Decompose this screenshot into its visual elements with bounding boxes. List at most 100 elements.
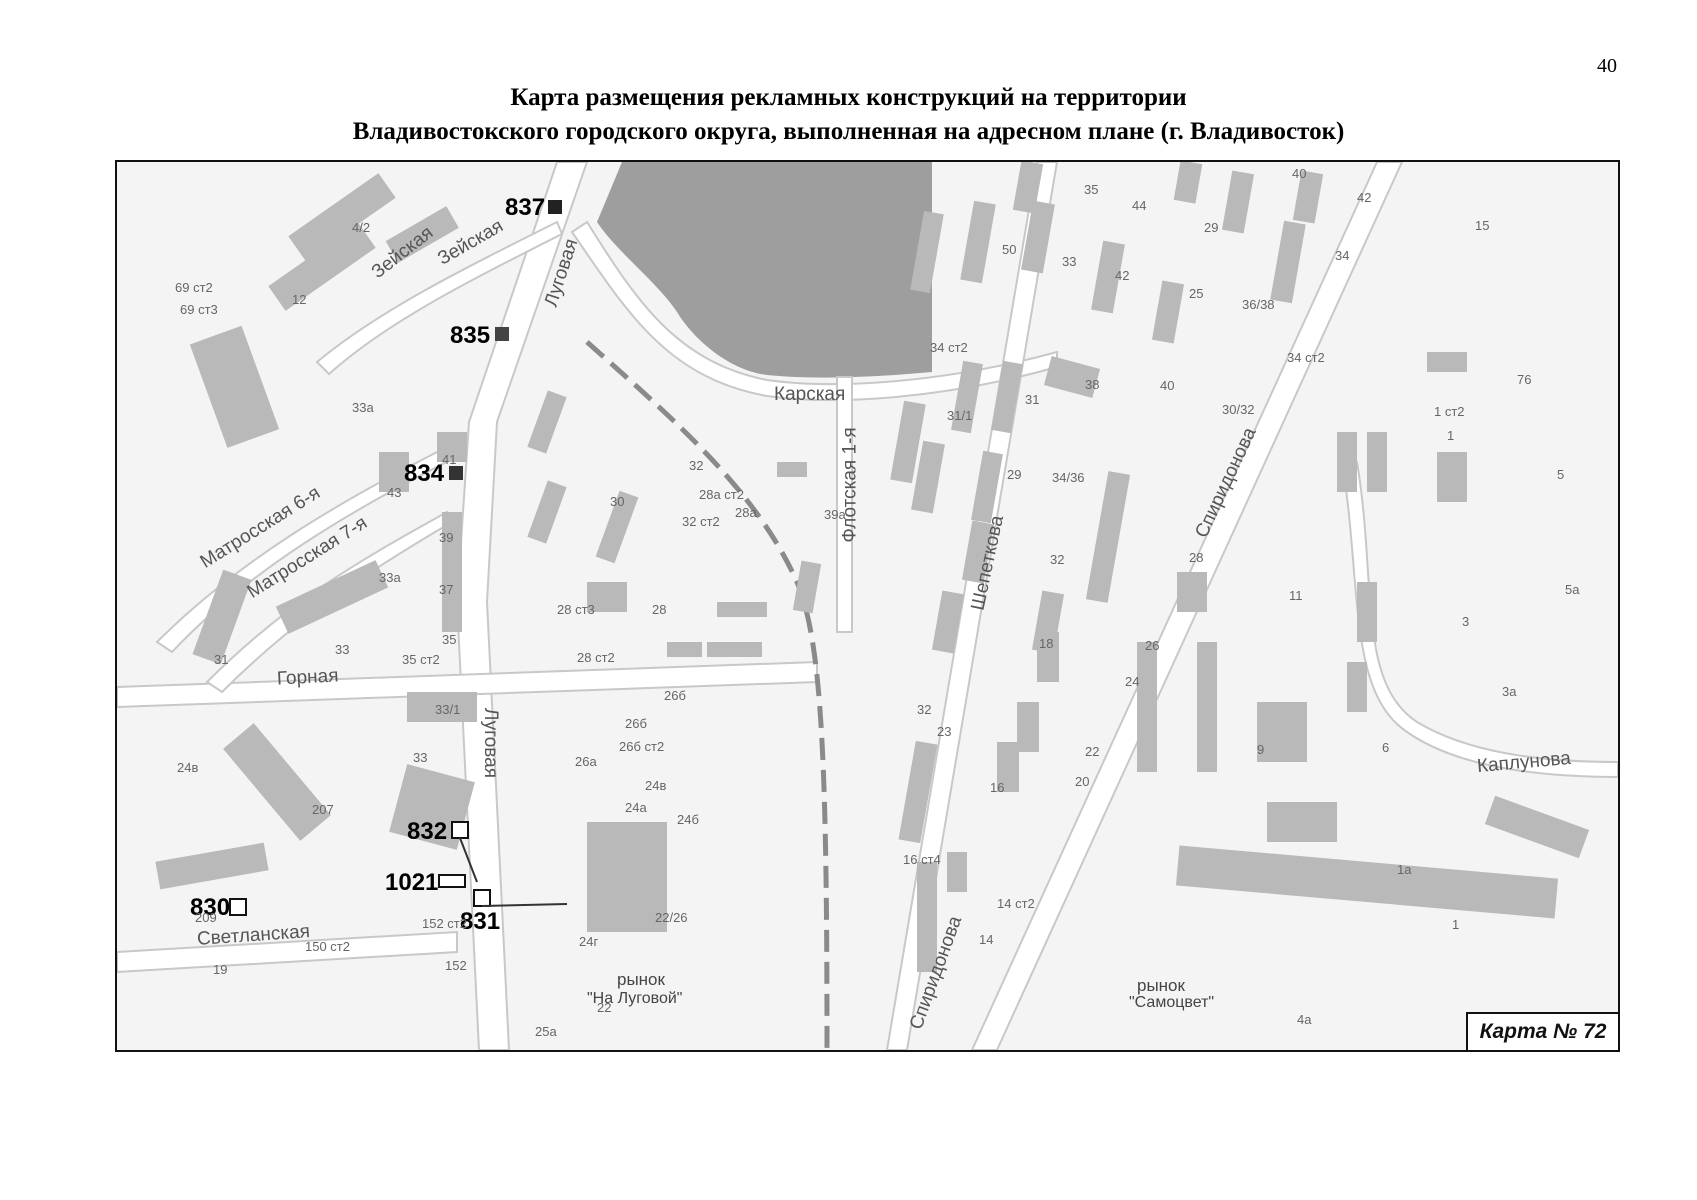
place-label: рынок (617, 970, 665, 989)
map-frame[interactable]: Зейская Зейская Луговая Карская Флотская… (115, 160, 1620, 1052)
street-label: Светланская (196, 921, 311, 950)
building-label: 15 (1475, 218, 1490, 233)
road-zeiskaya (315, 220, 564, 376)
building-label: 16 (990, 780, 1005, 795)
map-title-line-2: Владивостокского городского округа, выпо… (352, 118, 1345, 145)
ad-marker-symbols[interactable] (229, 200, 568, 916)
building-label: 31 (1025, 392, 1040, 407)
building-label: 28 (652, 602, 667, 617)
building-label: 28 (1189, 550, 1204, 565)
ad-marker-1021[interactable]: 1021 (385, 869, 439, 896)
building-label: 69 ст2 (175, 280, 213, 295)
building-label: 33/1 (435, 702, 461, 717)
building-label: 35 (1084, 182, 1099, 197)
building-label: 28 ст2 (577, 650, 615, 665)
building-label: 25 (1189, 286, 1204, 301)
building-label: 39 (439, 530, 454, 545)
building-label: 38 (1085, 377, 1100, 392)
building-label: 209 (195, 910, 217, 925)
building-label: 152 ст2 (422, 916, 467, 931)
street-label: Спиридонова (905, 913, 967, 1033)
building-label: 43 (387, 485, 402, 500)
building-label: 34 ст2 (1287, 350, 1325, 365)
building-label: 150 ст2 (305, 939, 350, 954)
street-label: Луговая (540, 236, 583, 310)
building-label: 1а (1397, 862, 1412, 877)
building-label: 23 (937, 724, 952, 739)
building-label: 31 (214, 652, 229, 667)
building-label: 14 (979, 932, 994, 947)
ad-marker-834[interactable]: 834 (404, 460, 445, 487)
building-label: 24 (1125, 674, 1140, 689)
building-label: 31/1 (947, 408, 973, 423)
building-label: 29 (1204, 220, 1219, 235)
street-label: Луговая (480, 708, 501, 778)
building-label: 1 ст2 (1434, 404, 1465, 419)
building-label: 69 ст3 (180, 302, 218, 317)
map-labels-layer: Зейская Зейская Луговая Карская Флотская… (117, 162, 1618, 1050)
building-label: 5а (1565, 582, 1580, 597)
street-label: Зейская (434, 215, 507, 270)
building-label: 6 (1382, 740, 1390, 755)
place-label: рынок (1137, 976, 1185, 995)
building-label: 14 ст2 (997, 896, 1035, 911)
ad-marker-831[interactable]: 831 (460, 908, 501, 935)
map-title-line-1: Карта размещения рекламных конструкций н… (510, 84, 1187, 111)
street-label: Каплунова (1476, 747, 1572, 778)
building-label: 28а ст2 (699, 487, 744, 502)
building-label: 34/36 (1052, 470, 1085, 485)
building-label: 16 ст4 (903, 852, 941, 867)
building-label: 1 (1447, 428, 1455, 443)
building-label: 32 (917, 702, 932, 717)
building-label: 12 (292, 292, 307, 307)
building-label: 34 ст2 (930, 340, 968, 355)
building-label: 33 (413, 750, 428, 765)
building-label: 30/32 (1222, 402, 1255, 417)
building-label: 207 (312, 802, 334, 817)
water-body (597, 162, 932, 378)
ad-marker-835[interactable]: 835 (450, 322, 491, 349)
building-label: 26б (625, 716, 647, 731)
city-map[interactable] (117, 162, 1618, 1050)
building-label: 28 ст3 (557, 602, 595, 617)
building-label: 35 (442, 632, 457, 647)
building-label: 22 (597, 1000, 612, 1015)
building-label: 42 (1357, 190, 1372, 205)
building-label: 152 (445, 958, 467, 973)
street-label: Карская (774, 384, 846, 405)
ad-marker-832[interactable]: 832 (407, 818, 448, 845)
building-label: 36/38 (1242, 297, 1275, 312)
building-label: 32 (689, 458, 704, 473)
building-label: 33а (379, 570, 401, 585)
building-label: 25а (535, 1024, 557, 1039)
building-label: 1 (1452, 917, 1460, 932)
building-label: 41 (442, 452, 457, 467)
building-label: 4/2 (352, 220, 371, 235)
street-label: Горная (276, 665, 339, 690)
building-label: 24в (645, 778, 667, 793)
building-label: 33 (1062, 254, 1077, 269)
building-label: 26а (575, 754, 597, 769)
building-label: 32 (1050, 552, 1065, 567)
street-label: Зейская (367, 222, 438, 283)
building-label: 24б (677, 812, 699, 827)
ad-marker-837[interactable]: 837 (505, 194, 546, 221)
building-footprints (155, 162, 1590, 972)
ad-marker-830[interactable]: 830 (190, 894, 231, 921)
building-label: 18 (1039, 636, 1054, 651)
road-luhovaya (455, 162, 589, 1050)
building-label: 76 (1517, 372, 1532, 387)
building-label: 26 (1145, 638, 1160, 653)
building-label: 3а (1502, 684, 1517, 699)
building-label: 40 (1292, 166, 1307, 181)
building-label: 40 (1160, 378, 1175, 393)
street-label: Шепеткова (967, 513, 1009, 613)
building-label: 20 (1075, 774, 1090, 789)
building-label: 33 (335, 642, 350, 657)
building-label: 35 ст2 (402, 652, 440, 667)
building-label: 24а (625, 800, 647, 815)
building-label: 4а (1297, 1012, 1312, 1027)
building-label: 50 (1002, 242, 1017, 257)
street-label: Флотская 1-я (839, 427, 861, 543)
street-label: Спиридонова (1191, 424, 1261, 542)
